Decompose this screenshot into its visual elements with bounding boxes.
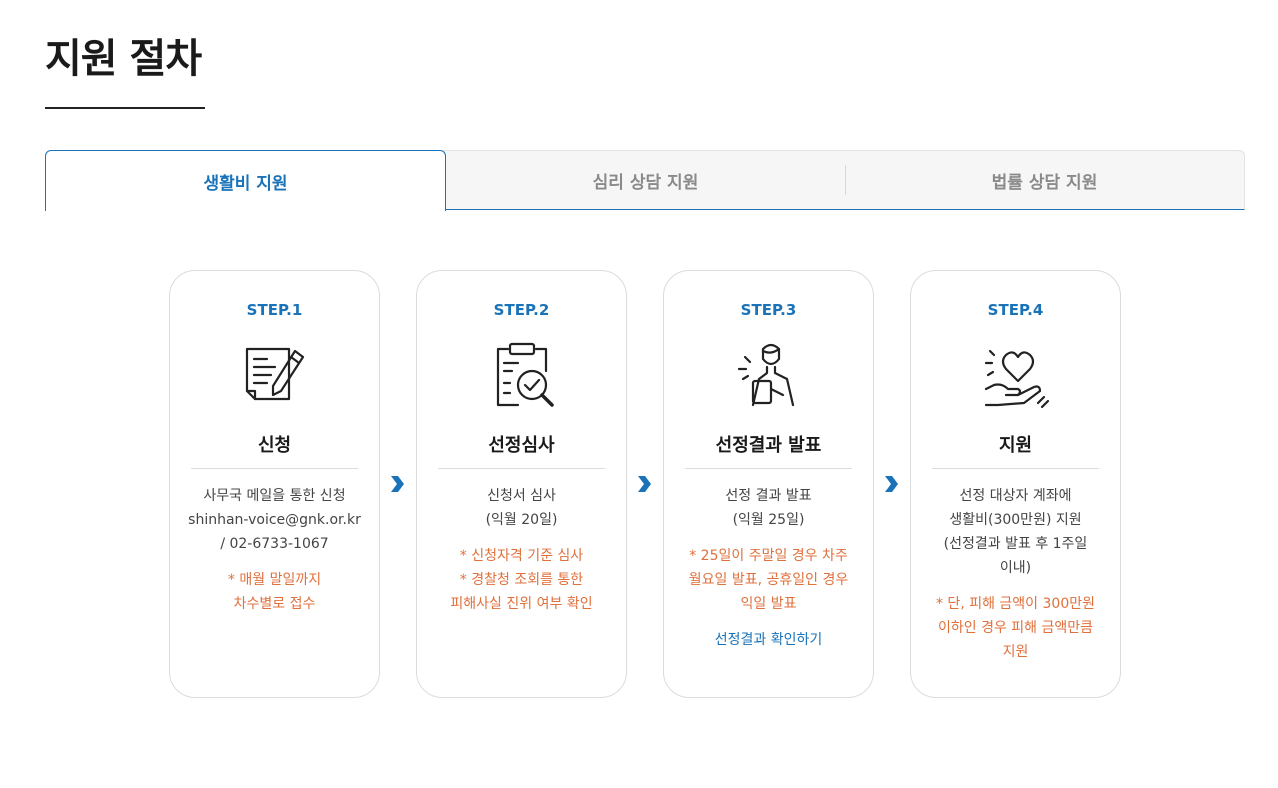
step-label: STEP.1	[246, 301, 303, 319]
step-note: * 단, 피해 금액이 300만원 이하인 경우 피해 금액만큼 지원	[935, 596, 1095, 660]
step-title: 신청	[257, 435, 292, 456]
step-note: * 신청자격 기준 심사 * 경찰청 조회를 통한 피해사실 진위 여부 확인	[450, 548, 593, 612]
step-divider	[932, 468, 1099, 469]
step-card-2: STEP.2 선정심사 신청서 심사 (익월 20일) * 신청자격 기준 심사…	[416, 270, 627, 698]
step-title: 지원	[998, 435, 1033, 456]
chevron-right-icon	[391, 476, 404, 492]
step-body: 사무국 메일을 통한 신청 shinhan-voice@gnk.or.kr / …	[178, 484, 371, 616]
step-note: * 매월 말일까지 차수별로 접수	[227, 572, 322, 612]
document-pen-icon	[245, 347, 304, 401]
chevron-right-icon	[638, 476, 651, 492]
clipboard-check-icon	[496, 342, 554, 407]
step-description: 선정 대상자 계좌에 생활비(300만원) 지원 (선정결과 발표 후 1주일 …	[943, 488, 1088, 576]
step-card-1: STEP.1 신청 사무국 메일을 통한 신청 shinhan-voice@gn…	[169, 270, 380, 698]
chevron-right-icon	[885, 476, 898, 492]
step-card-4: STEP.4 지원 선정 대상자 계좌에 생활비(300만원) 지원 (선정결과…	[910, 270, 1121, 698]
step-body: 선정 대상자 계좌에 생활비(300만원) 지원 (선정결과 발표 후 1주일 …	[919, 484, 1112, 664]
tab-legal[interactable]: 법률 상담 지원	[845, 151, 1244, 209]
step-divider	[438, 468, 605, 469]
step-label: STEP.2	[493, 301, 550, 319]
step-title: 선정결과 발표	[715, 435, 822, 456]
step-description: 신청서 심사 (익월 20일)	[485, 488, 558, 528]
step-label: STEP.4	[987, 301, 1044, 319]
step-title: 선정심사	[488, 435, 555, 456]
check-result-link[interactable]: 선정결과 확인하기	[714, 632, 823, 648]
step-divider	[191, 468, 358, 469]
tab-living-expense[interactable]: 생활비 지원	[45, 150, 446, 211]
step-description: 사무국 메일을 통한 신청 shinhan-voice@gnk.or.kr / …	[188, 488, 361, 552]
title-underline	[45, 107, 205, 109]
step-description: 선정 결과 발표 (익월 25일)	[725, 488, 812, 528]
steps-container: STEP.1 신청 사무국 메일을 통한 신청 shinhan-voice@gn…	[169, 270, 1121, 698]
step-divider	[685, 468, 852, 469]
step-note: * 25일이 주말일 경우 차주 월요일 발표, 공휴일인 경우 익일 발표	[688, 548, 849, 612]
step-card-3: STEP.3 선정결과 발표 선정 결과 발표 (익월 25일) * 25일이 …	[663, 270, 874, 698]
announcer-icon	[737, 343, 794, 407]
heart-hand-icon	[984, 349, 1049, 409]
tab-bar: 생활비 지원 심리 상담 지원 법률 상담 지원	[45, 150, 1245, 211]
step-body: 신청서 심사 (익월 20일) * 신청자격 기준 심사 * 경찰청 조회를 통…	[425, 484, 618, 616]
step-label: STEP.3	[740, 301, 797, 319]
page-title: 지원 절차	[45, 36, 202, 82]
step-body: 선정 결과 발표 (익월 25일) * 25일이 주말일 경우 차주 월요일 발…	[672, 484, 865, 652]
tab-counseling[interactable]: 심리 상담 지원	[592, 172, 699, 193]
